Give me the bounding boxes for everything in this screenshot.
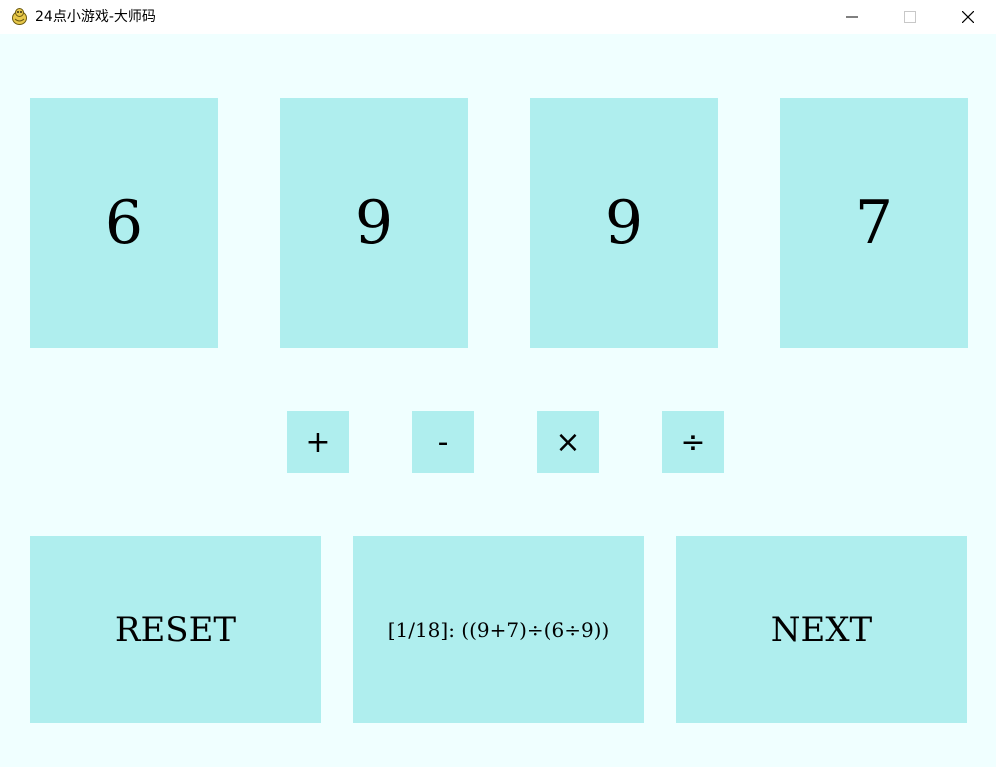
number-card-2[interactable]: 9: [280, 98, 468, 348]
minimize-button[interactable]: [823, 0, 881, 34]
divide-operator-button[interactable]: ÷: [662, 411, 724, 473]
number-card-1[interactable]: 6: [30, 98, 218, 348]
maximize-button[interactable]: [881, 0, 939, 34]
close-icon: [962, 11, 974, 23]
close-button[interactable]: [939, 0, 996, 34]
python-snake-icon: [10, 7, 29, 26]
next-button[interactable]: NEXT: [676, 536, 967, 723]
game-board: 6 9 9 7 + - × ÷ RESET [1/18]: ((9+7)÷(6÷…: [0, 34, 996, 767]
title-bar: 24点小游戏-大师码: [0, 0, 996, 34]
number-card-4[interactable]: 7: [780, 98, 968, 348]
subtract-operator-button[interactable]: -: [412, 411, 474, 473]
solution-hint-button[interactable]: [1/18]: ((9+7)÷(6÷9)): [353, 536, 644, 723]
window-title: 24点小游戏-大师码: [35, 9, 156, 25]
minimize-icon: [846, 16, 858, 18]
number-card-3[interactable]: 9: [530, 98, 718, 348]
maximize-icon: [904, 11, 916, 23]
add-operator-button[interactable]: +: [287, 411, 349, 473]
multiply-operator-button[interactable]: ×: [537, 411, 599, 473]
reset-button[interactable]: RESET: [30, 536, 321, 723]
